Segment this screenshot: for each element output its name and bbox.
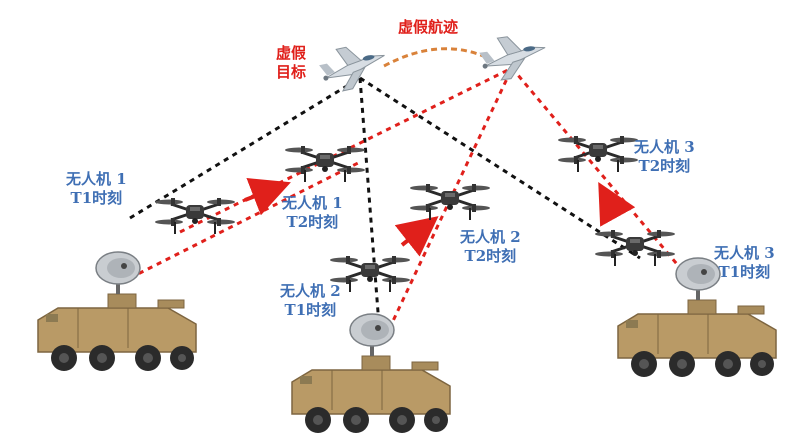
move-arrow-icon (244, 178, 291, 216)
fake-target-label: 虚假 目标 (276, 44, 306, 82)
uav3-t1-label: 无人机 3 T1时刻 (714, 244, 775, 282)
uav3-t1-line2: T1时刻 (718, 262, 771, 281)
uav1-t1-label: 无人机 1 T1时刻 (66, 170, 127, 208)
move-arrow-icon (394, 216, 439, 257)
fake-target-line1: 虚假 (276, 44, 307, 62)
fighter-jet-icon (477, 31, 550, 84)
uav1-t2-label: 无人机 1 T2时刻 (282, 194, 343, 232)
move-arrow-icon (598, 182, 636, 227)
uav1-t2-line1: 无人机 1 (282, 194, 343, 212)
uav1-t2-line2: T2时刻 (286, 212, 339, 231)
uav2-t1-line2: T1时刻 (284, 300, 337, 319)
uav3-t2-line2: T2时刻 (638, 156, 691, 175)
uav3-t2-line1: 无人机 3 (634, 138, 695, 156)
uav2-t1-label: 无人机 2 T1时刻 (280, 282, 341, 320)
armored-vehicle-radar-icon (291, 313, 451, 434)
quadcopter-drone-icon (556, 134, 640, 174)
uav1-t1-line1: 无人机 1 (66, 170, 127, 188)
fake-target-line2: 目标 (276, 62, 307, 81)
uav2-t2-line1: 无人机 2 (460, 228, 521, 246)
black-links (129, 76, 641, 339)
fake-track-label: 虚假航迹 (398, 18, 458, 37)
armored-vehicle-radar-icon (37, 251, 197, 372)
quadcopter-drone-icon (153, 196, 237, 236)
uav2-t2-label: 无人机 2 T2时刻 (460, 228, 521, 266)
uav1-t1-line2: T1时刻 (70, 188, 123, 207)
uav3-t1-line1: 无人机 3 (714, 244, 775, 262)
quadcopter-drone-icon (328, 254, 412, 294)
quadcopter-drone-icon (408, 182, 492, 222)
fake-track-arc (383, 47, 489, 68)
fake-track-text: 虚假航迹 (398, 18, 459, 36)
uav3-t2-label: 无人机 3 T2时刻 (634, 138, 695, 176)
uav2-t1-line1: 无人机 2 (280, 282, 341, 300)
uav2-t2-line2: T2时刻 (464, 246, 517, 265)
fighter-jet-icon (316, 39, 391, 96)
red-links (129, 66, 694, 339)
